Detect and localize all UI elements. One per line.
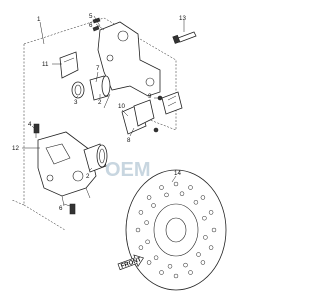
disc-hole bbox=[138, 210, 144, 215]
brake-pads bbox=[121, 91, 183, 135]
brake-disc bbox=[125, 169, 227, 291]
disc-hole bbox=[146, 195, 152, 200]
disc-hole bbox=[188, 185, 193, 190]
axle-bolt bbox=[172, 31, 197, 44]
pad-shim bbox=[59, 51, 79, 79]
disc-hole bbox=[179, 191, 185, 196]
disc-hole bbox=[138, 245, 144, 250]
disc-hole bbox=[173, 273, 179, 279]
caliper-body bbox=[37, 131, 97, 207]
label-9: 9 bbox=[148, 93, 152, 100]
disc-hole bbox=[200, 195, 206, 200]
disc-hole bbox=[146, 260, 152, 265]
disc-hole bbox=[167, 264, 173, 269]
piston-seal bbox=[71, 81, 85, 99]
leader-lines bbox=[22, 15, 185, 207]
disc-hole bbox=[188, 270, 193, 275]
disc-hole bbox=[159, 185, 164, 190]
label-6: 6 bbox=[89, 22, 93, 29]
caliper-bracket bbox=[97, 21, 161, 97]
piston-upper bbox=[89, 75, 111, 101]
disc-hole bbox=[145, 239, 150, 245]
label-7: 7 bbox=[96, 65, 100, 72]
label-12: 12 bbox=[12, 145, 19, 152]
lower-bolt bbox=[69, 203, 76, 215]
label-1: 1 bbox=[37, 16, 41, 23]
label-5: 5 bbox=[89, 13, 93, 20]
disc-hole bbox=[183, 262, 188, 268]
disc-hole bbox=[153, 255, 159, 260]
disc-hole bbox=[196, 252, 201, 257]
label-4: 4 bbox=[28, 121, 32, 128]
disc-hole bbox=[208, 210, 214, 215]
exploded-parts-diagram: OEM FRONT 1 5 6 13 11 7 3 2 10 9 8 4 12 … bbox=[11, 13, 227, 291]
label-10: 10 bbox=[118, 103, 125, 110]
label-6-lower: 6 bbox=[59, 205, 63, 212]
disc-hole bbox=[211, 227, 217, 233]
disc-hole bbox=[173, 181, 179, 187]
label-8: 8 bbox=[127, 137, 131, 144]
disc-hole bbox=[159, 270, 164, 275]
bleeder-bolt bbox=[33, 123, 40, 138]
disc-hole bbox=[208, 245, 214, 250]
disc-hole bbox=[144, 220, 149, 225]
bracket-bolts bbox=[92, 17, 101, 32]
disc-hole bbox=[200, 260, 206, 265]
watermark: OEM bbox=[105, 159, 151, 181]
label-13: 13 bbox=[179, 15, 186, 22]
label-11: 11 bbox=[42, 61, 49, 68]
label-2-lower: 2 bbox=[86, 173, 90, 180]
disc-hole bbox=[135, 227, 141, 233]
piston-lower bbox=[83, 143, 108, 173]
label-2-upper: 2 bbox=[98, 99, 102, 106]
label-3: 3 bbox=[74, 99, 78, 106]
disc-hole bbox=[203, 235, 208, 240]
disc-hole bbox=[193, 200, 199, 205]
assembly-frame bbox=[11, 17, 177, 231]
disc-hole bbox=[151, 203, 156, 208]
label-14: 14 bbox=[174, 170, 181, 177]
disc-hole bbox=[202, 215, 207, 221]
disc-hole bbox=[164, 192, 169, 198]
